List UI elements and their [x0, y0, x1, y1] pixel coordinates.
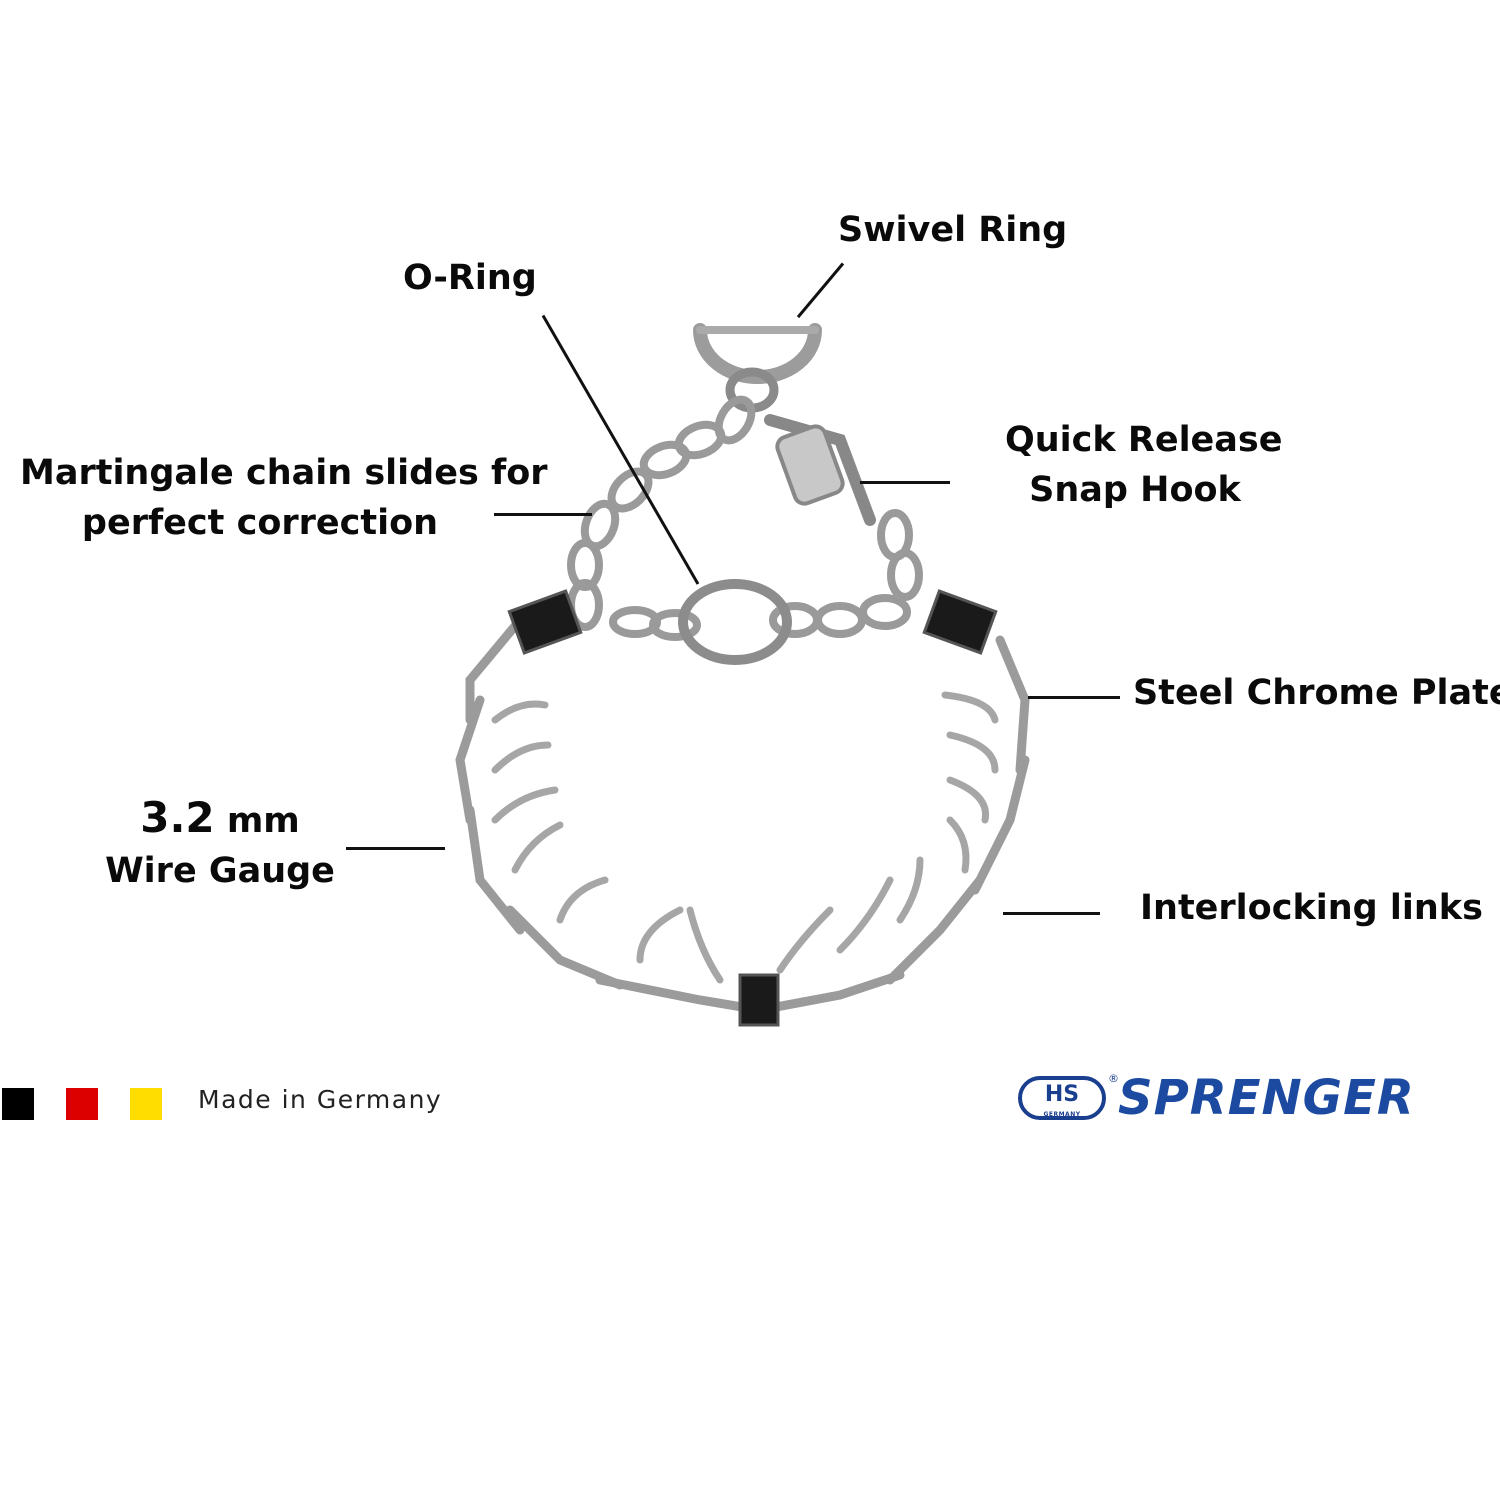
hs-badge-text: HS: [1044, 1082, 1080, 1107]
martingale-line-2: perfect correction: [81, 503, 439, 543]
flag-red-square: [66, 1088, 98, 1120]
flag-black-square: [2, 1088, 34, 1120]
swivel-ring-label: Swivel Ring: [838, 210, 1068, 250]
quick-release-line-2: Snap Hook: [1029, 470, 1241, 510]
o-ring-label: O-Ring: [403, 258, 537, 298]
gauge-value: 3.2: [140, 793, 215, 842]
martingale-leader: [494, 513, 592, 516]
brand-wordmark: SPRENGER: [1118, 1070, 1415, 1126]
snap-hook-leader: [860, 481, 950, 484]
quick-release-line-1: Quick Release: [1005, 420, 1283, 460]
hs-badge-sub: GERMANY: [1043, 1111, 1081, 1118]
martingale-line-1: Martingale chain slides for: [20, 453, 548, 493]
gauge-unit: mm: [226, 801, 300, 841]
martingale-label: Martingale chain slides for perfect corr…: [20, 448, 548, 548]
gauge-text: Wire Gauge: [105, 851, 335, 891]
quick-release-label: Quick Release Snap Hook: [1005, 415, 1283, 515]
gauge-value-line: 3.2 mm: [100, 793, 340, 846]
hs-badge: HS GERMANY: [1018, 1076, 1106, 1120]
flag-yellow-square: [130, 1088, 162, 1120]
chrome-leader: [1028, 696, 1120, 699]
registered-mark: ®: [1108, 1072, 1119, 1085]
wire-gauge-label: 3.2 mm Wire Gauge: [100, 793, 340, 896]
interlocking-leader: [1003, 912, 1100, 915]
made-in-germany: Made in Germany: [198, 1085, 443, 1114]
steel-chrome-label: Steel Chrome Plated: [1133, 673, 1500, 713]
interlocking-label: Interlocking links: [1140, 888, 1483, 928]
gauge-leader: [346, 847, 445, 850]
